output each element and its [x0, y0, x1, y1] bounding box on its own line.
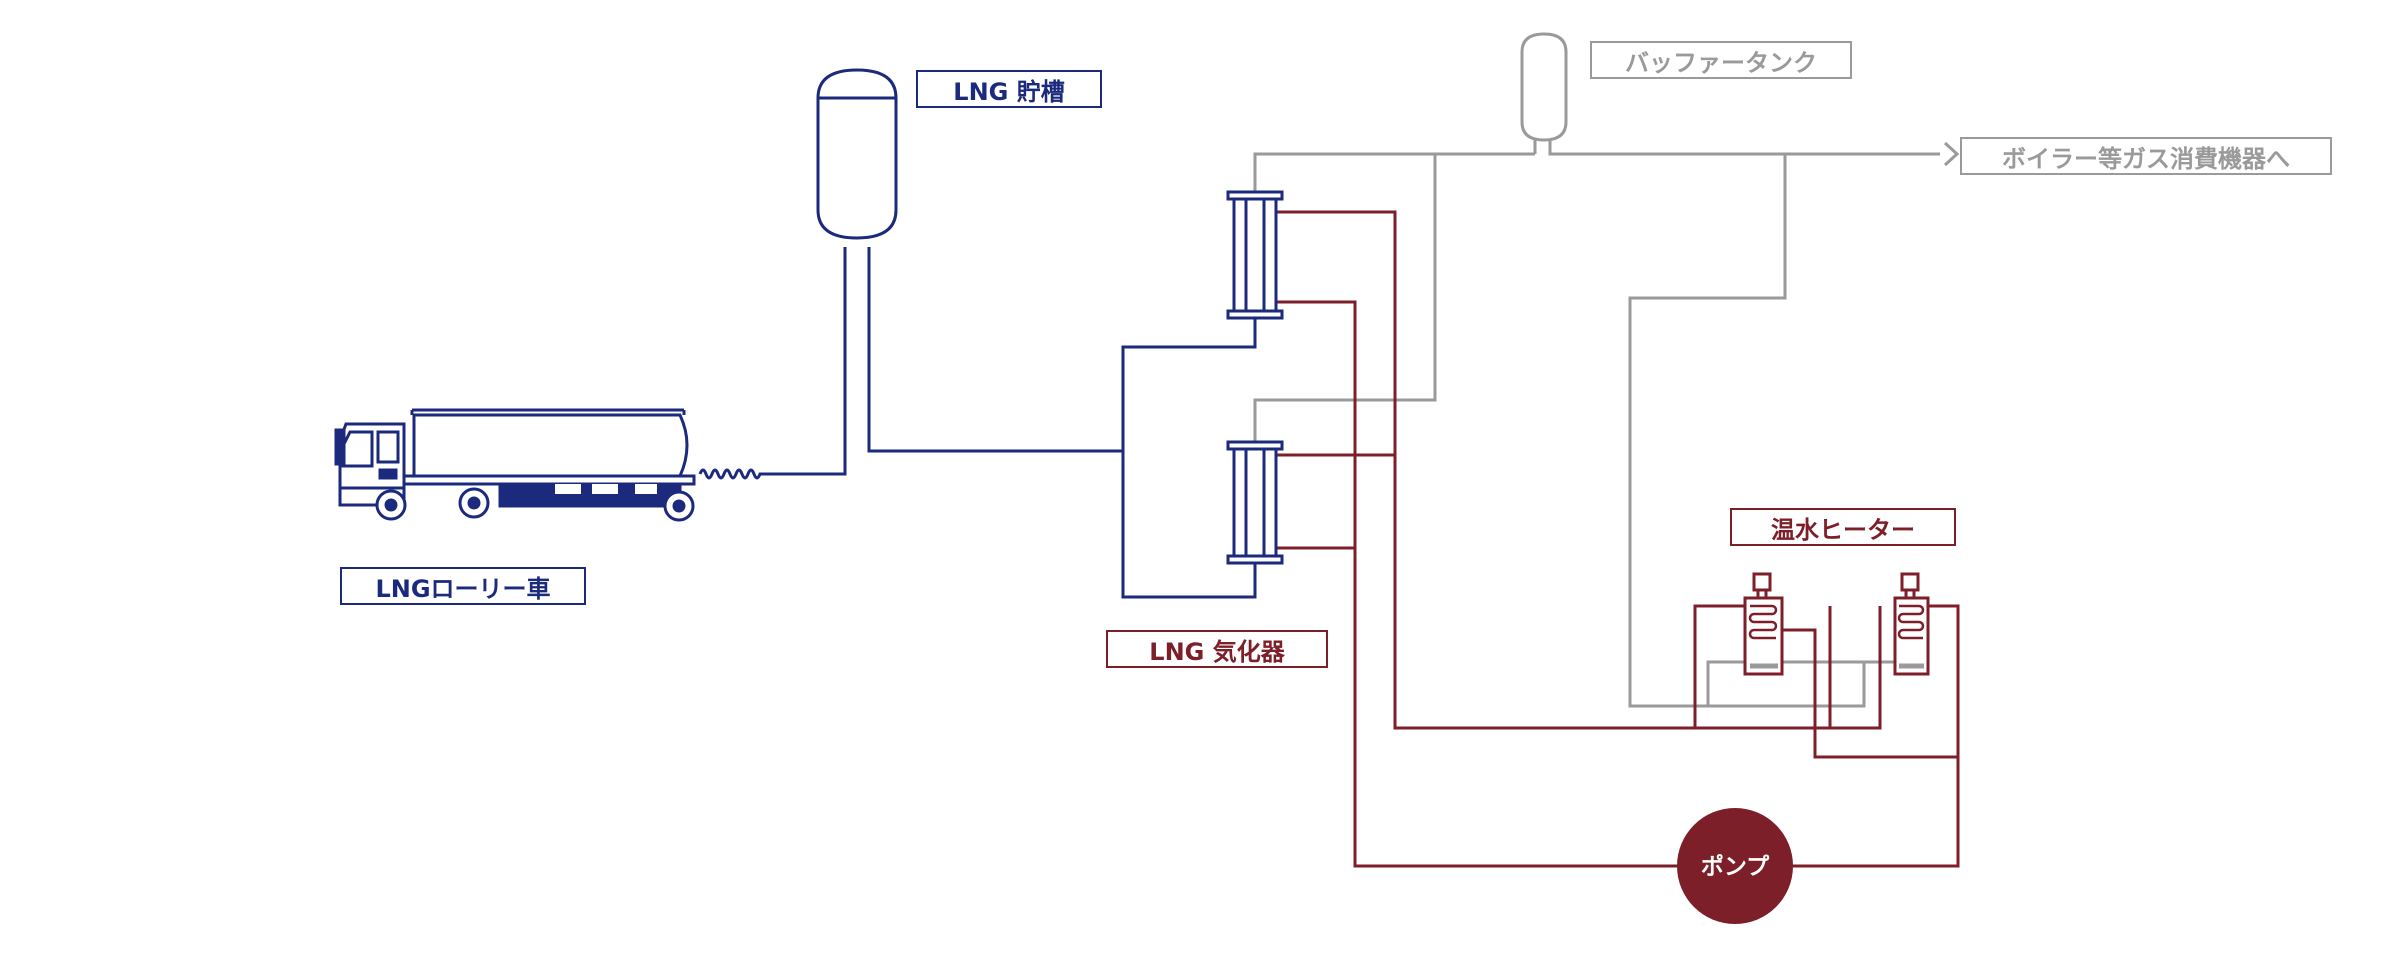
lng-storage-label: LNG 貯槽 — [916, 70, 1102, 108]
lng-storage-tank — [816, 68, 898, 240]
to-boilers-label: ボイラー等ガス消費機器へ — [1960, 137, 2332, 175]
lng-vaporizer-upper — [1226, 190, 1284, 320]
hot-water-heater-2 — [1893, 572, 1930, 676]
hot-water-pipes — [1275, 210, 1960, 868]
hot-water-heater-label: 温水ヒーター — [1730, 508, 1956, 546]
hot-water-heater-1 — [1743, 572, 1784, 676]
buffer-tank — [1520, 32, 1568, 142]
transfer-hose — [698, 468, 768, 480]
buffer-tank-label: バッファータンク — [1590, 41, 1852, 79]
gas-outlet-line — [1548, 138, 1940, 156]
gas-outlet-arrow — [1943, 141, 1960, 167]
lng-vaporizer-lower — [1226, 440, 1284, 565]
lng-vaporizer-label: LNG 気化器 — [1106, 630, 1328, 668]
lng-pipes — [768, 247, 1257, 599]
pump-label: ポンプ — [1701, 853, 1770, 880]
lng-truck-label: LNGローリー車 — [340, 567, 586, 605]
gas-pipes — [1253, 138, 1940, 708]
pump-icon — [1677, 808, 1793, 924]
lng-truck-icon — [334, 408, 696, 522]
